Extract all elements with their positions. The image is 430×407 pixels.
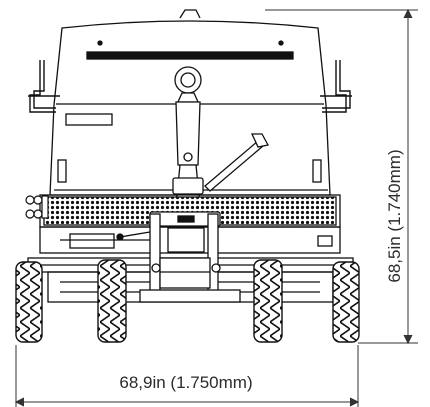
wheel-outer-right (332, 261, 360, 343)
height-label: 68,5in (1.740mm) (385, 149, 404, 282)
machine-body (49, 9, 331, 196)
top-vent (86, 51, 294, 60)
width-dimension (14, 345, 360, 407)
wheel-inner-left (97, 259, 127, 343)
wheel-inner-right (253, 259, 283, 343)
hood (49, 20, 331, 196)
label-plate (65, 113, 113, 126)
wheels (15, 259, 360, 343)
drawbar (175, 101, 201, 166)
width-label: 68,9in (1.750mm) (119, 373, 252, 392)
side-handles (28, 60, 352, 113)
tow-bar (172, 66, 269, 206)
connectors (25, 195, 49, 219)
height-dimension (265, 8, 418, 345)
wheel-outer-left (15, 261, 43, 343)
jack-stand (139, 211, 241, 303)
rear-plate (69, 233, 115, 249)
handbrake-lever (204, 140, 264, 192)
lift-eye (179, 9, 201, 19)
